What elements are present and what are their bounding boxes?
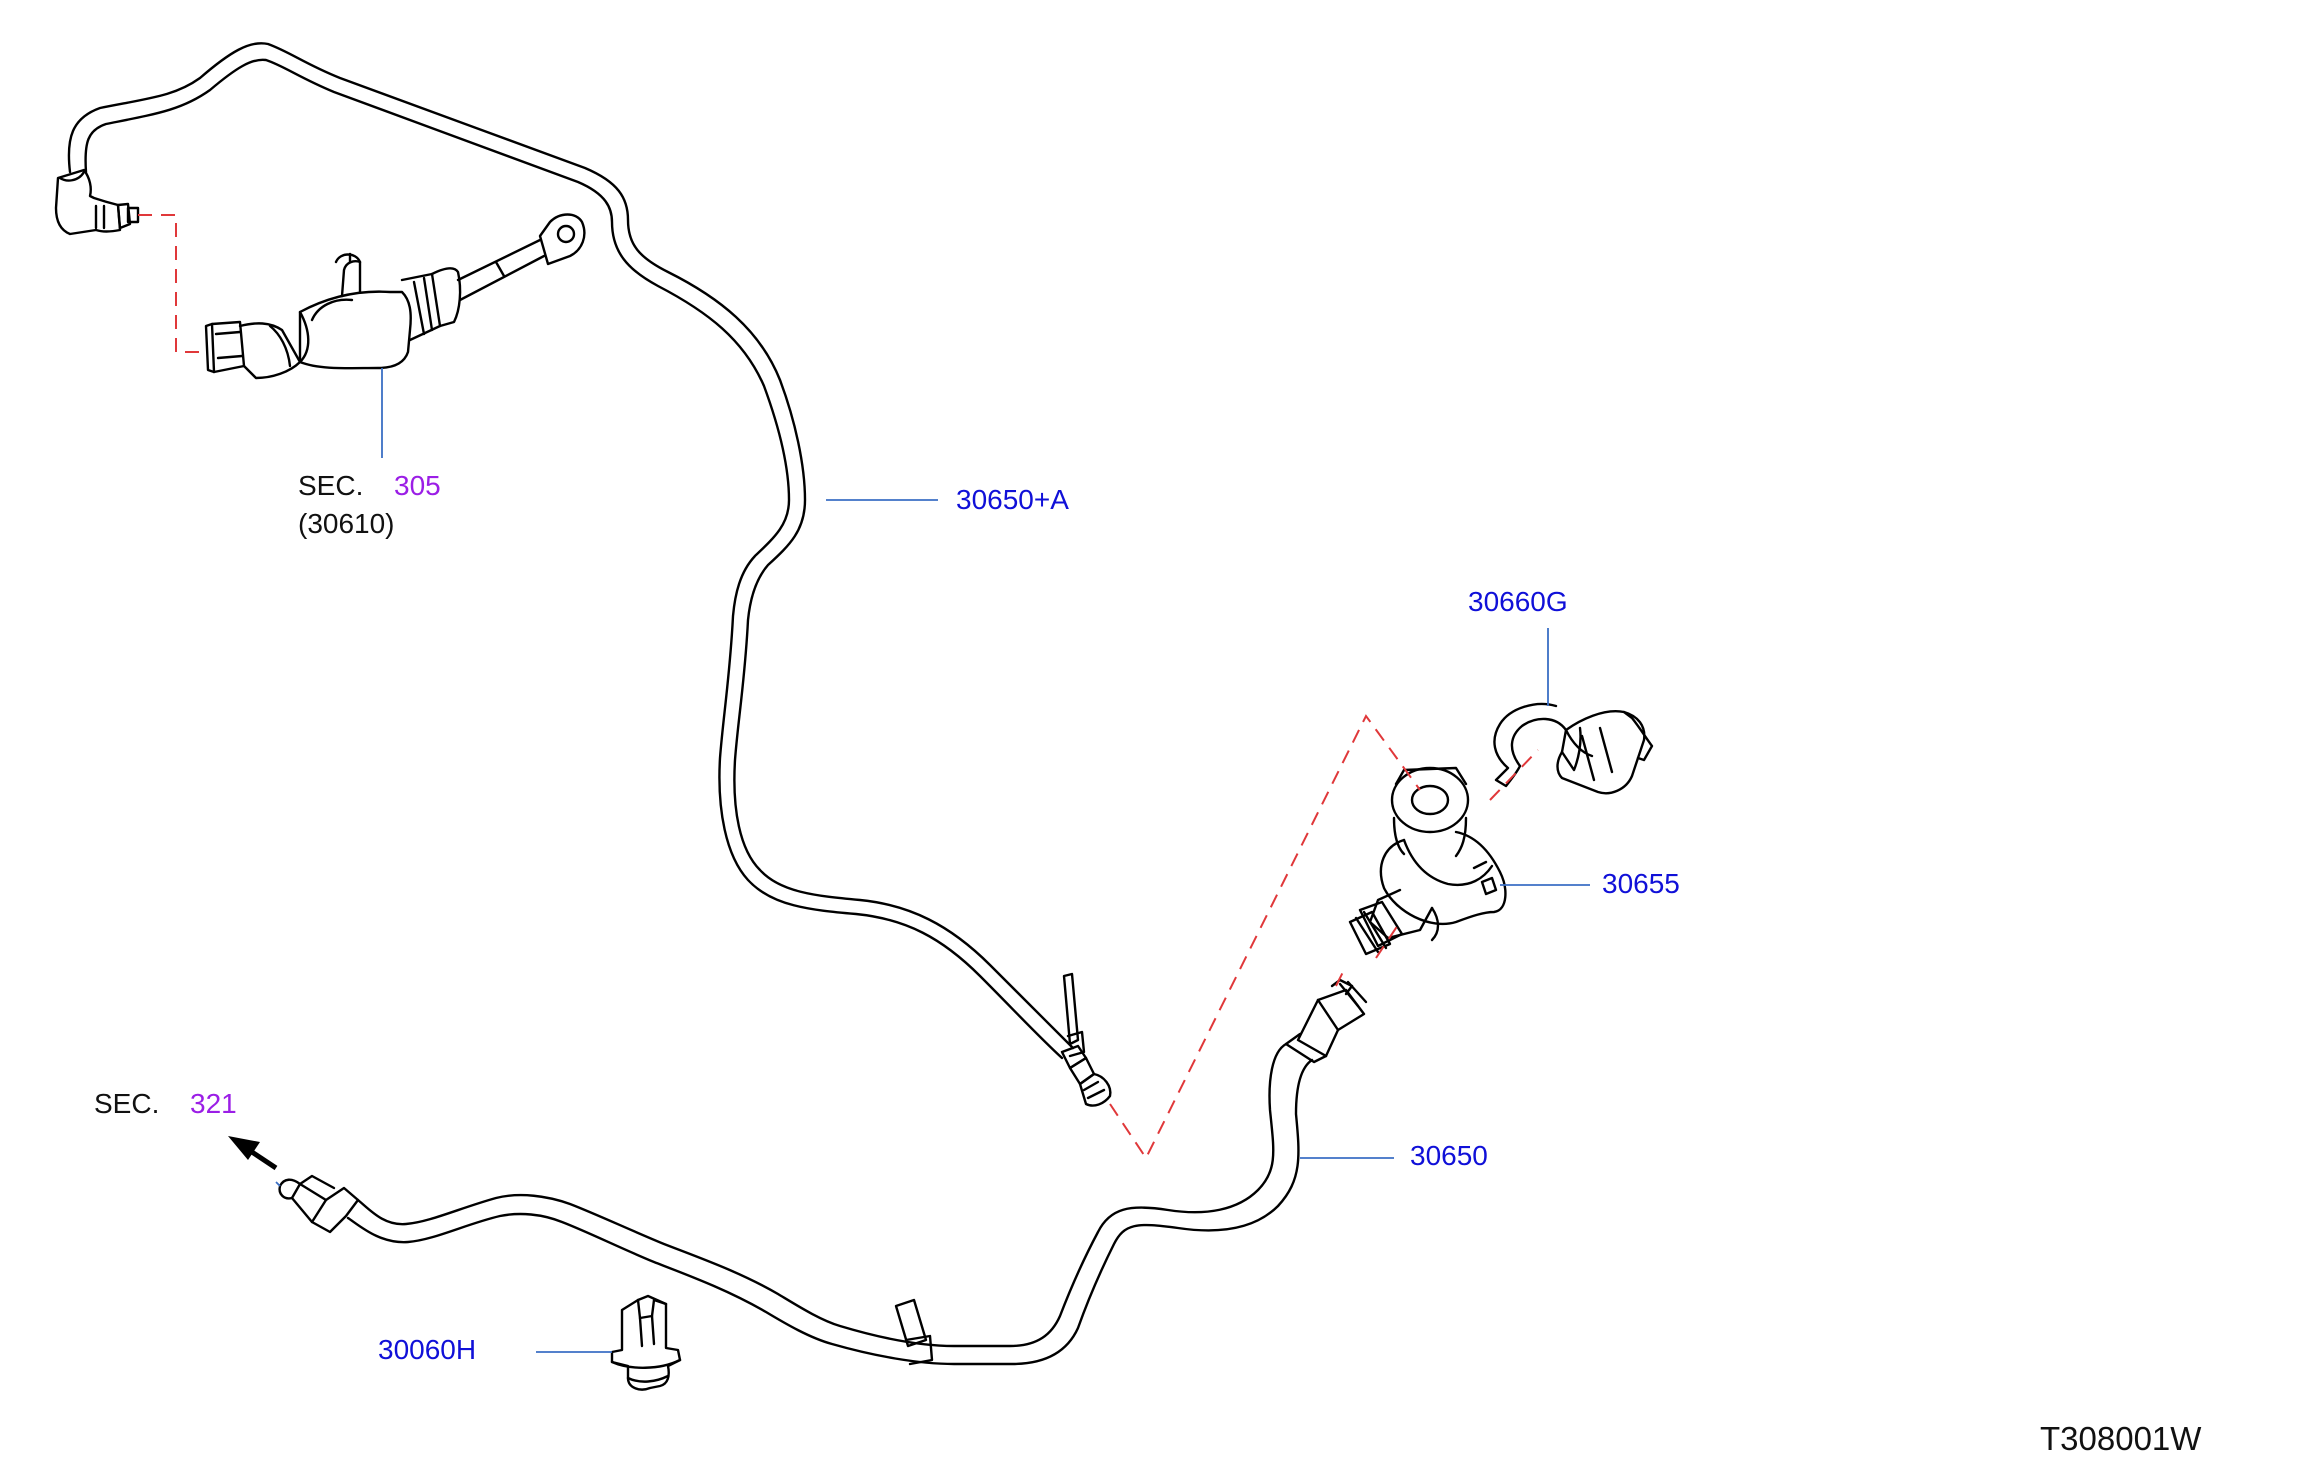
clip-30660g[interactable] (1493, 702, 1654, 795)
label-30650a[interactable]: 30650+A (956, 484, 1069, 515)
clutch-master-cylinder[interactable] (204, 213, 586, 380)
hose-30650[interactable] (278, 978, 1368, 1366)
sec-305-link[interactable]: 305 (394, 470, 441, 501)
label-30060h[interactable]: 30060H (378, 1334, 477, 1365)
alignment-dash-lines (138, 214, 1539, 1160)
sec-305-prefix: SEC. (298, 470, 364, 501)
sec-321-prefix: SEC. (94, 1088, 160, 1119)
grommet-30060h[interactable] (610, 1294, 682, 1391)
hose-30650a[interactable] (67, 42, 1112, 1107)
arrow-icon (228, 1136, 278, 1171)
leader-lines (275, 368, 1590, 1353)
connector-30655[interactable] (1348, 766, 1507, 956)
label-30660g[interactable]: 30660G (1468, 586, 1568, 617)
label-30655[interactable]: 30655 (1602, 868, 1680, 899)
sec-321-link[interactable]: 321 (190, 1088, 237, 1119)
elbow-fitting (54, 168, 140, 236)
diagram-code: T308001W (2040, 1420, 2202, 1457)
ref-30610: (30610) (298, 508, 395, 539)
label-30650[interactable]: 30650 (1410, 1140, 1488, 1171)
